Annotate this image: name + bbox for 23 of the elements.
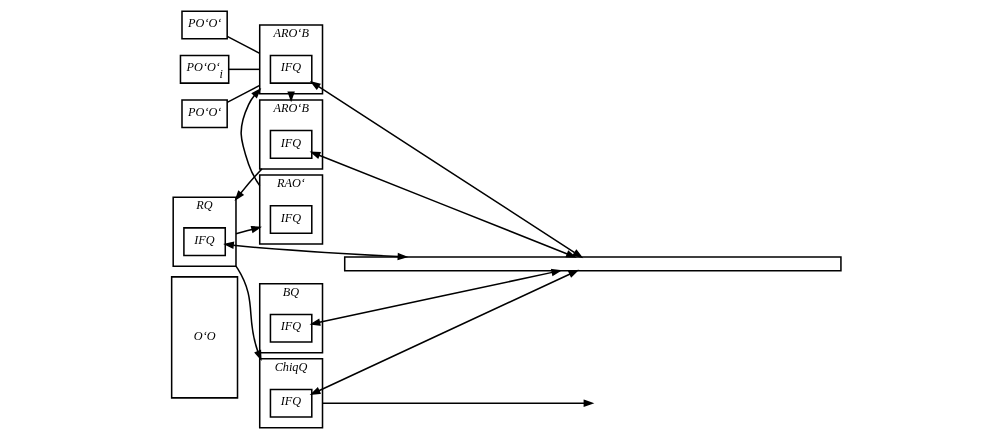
arrow [223, 241, 409, 261]
node-box: IFQ [183, 227, 227, 257]
node-box: IFQ [269, 54, 313, 84]
arrow [234, 168, 263, 201]
node-box: PO‘O‘ [181, 99, 228, 129]
arrow [309, 269, 580, 395]
connector [226, 35, 261, 55]
node-box: IFQ [269, 129, 313, 159]
node-box: IFQ [269, 388, 313, 418]
connector [228, 68, 261, 71]
arrow [309, 268, 563, 326]
node-box: PO‘O‘ [181, 10, 228, 40]
node-box: IFQ [269, 313, 313, 343]
node-box: O‘O [170, 276, 239, 399]
arrow [309, 151, 577, 258]
arrow [240, 87, 262, 187]
connector [226, 84, 261, 104]
node-box: IFQ [269, 204, 313, 234]
node-bar [343, 256, 842, 272]
arrow [235, 265, 262, 361]
arrow [321, 399, 595, 407]
arrow [309, 81, 584, 259]
arrow [235, 225, 262, 235]
